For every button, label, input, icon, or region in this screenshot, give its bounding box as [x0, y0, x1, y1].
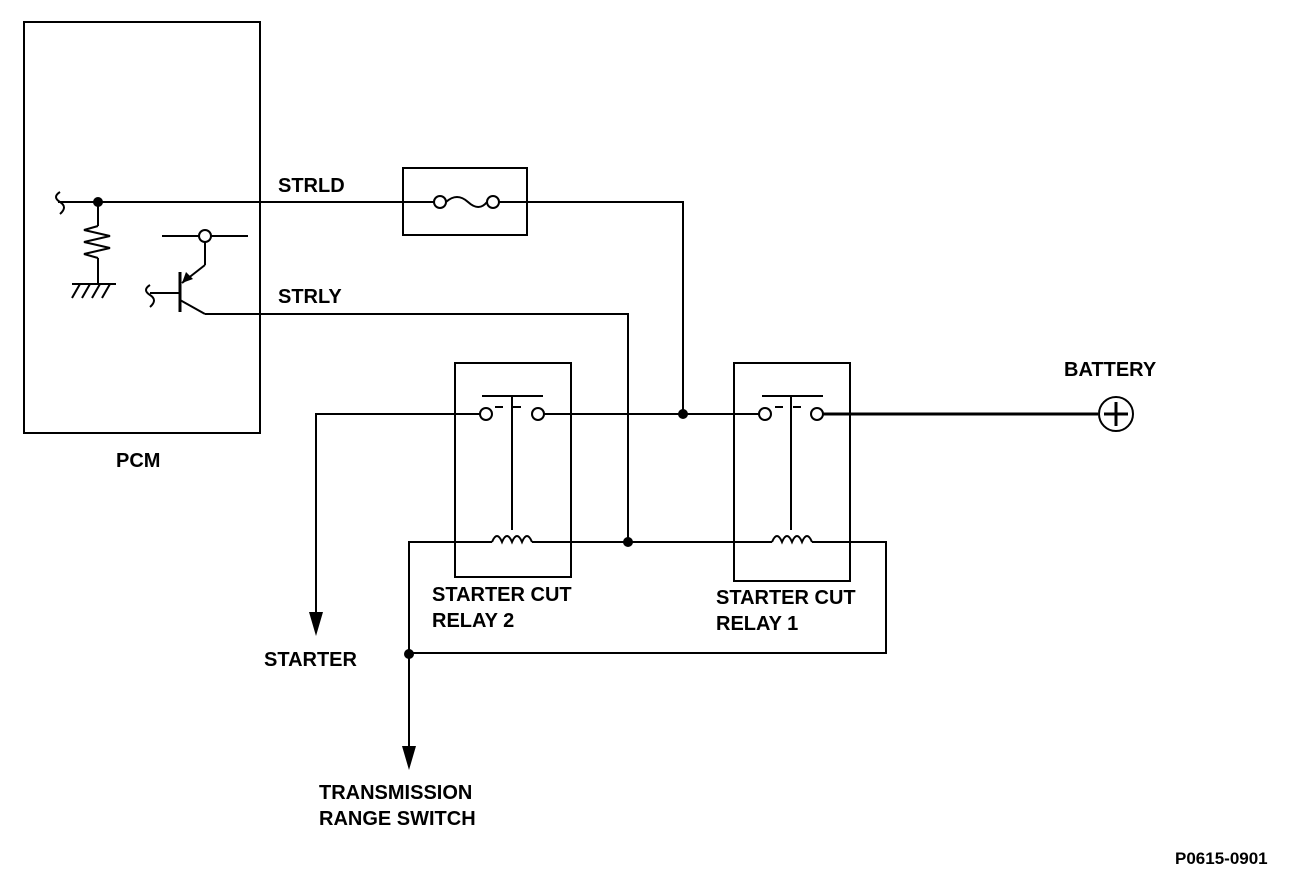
relay-2-coil-icon: [491, 535, 533, 545]
relay-1-box: [733, 362, 851, 582]
relay-2-switch-terminal-right: [531, 407, 545, 421]
transistor-base-break-symbol: [145, 284, 155, 308]
relay-1-label-line1: STARTER CUT: [716, 587, 856, 609]
strly-label: STRLY: [278, 286, 342, 308]
fuse-terminal-left: [433, 195, 447, 209]
starter-arrow-icon: [309, 612, 323, 636]
starter-cut-relay-2: [454, 362, 572, 578]
pcm-label: PCM: [116, 450, 160, 472]
strly-wire: [260, 313, 629, 542]
switch-bus-junction-dot: [678, 409, 688, 419]
relay-1-label-line2: RELAY 1: [716, 613, 798, 635]
relay-1-coil-return-wire: [409, 541, 887, 654]
resistor-icon: [83, 225, 111, 259]
relay-2-coil-return-wire: [408, 541, 492, 653]
coil-bus-junction-dot: [623, 537, 633, 547]
battery-positive-icon: [1098, 396, 1134, 432]
strld-circuit: STRLD: [260, 167, 684, 413]
relay-1-coil-icon: [771, 535, 813, 545]
figure-code: P0615-0901: [1175, 849, 1268, 868]
pcm-box: [23, 21, 261, 434]
relay-2-label-line1: STARTER CUT: [432, 584, 572, 606]
relay-2-box: [454, 362, 572, 578]
starter-label: STARTER: [264, 649, 358, 671]
strly-circuit: STRLY: [260, 286, 629, 542]
battery-label: BATTERY: [1064, 359, 1157, 381]
fuse-terminal-right: [486, 195, 500, 209]
trs-label-line1: TRANSMISSION: [319, 782, 472, 804]
pcm-module: [23, 21, 261, 434]
transistor-icon: [145, 229, 248, 315]
trs-arrow-icon: [402, 746, 416, 770]
starter-wire: [315, 413, 480, 615]
fuse-to-relay-wire: [527, 201, 684, 413]
ground-icon: [71, 283, 116, 299]
relay-2-switch-terminal-left: [479, 407, 493, 421]
strld-label: STRLD: [278, 175, 345, 197]
fuse-icon: [445, 196, 488, 208]
battery-terminal: [1098, 396, 1134, 432]
relay-1-switch-terminal-left: [758, 407, 772, 421]
trs-label-line2: RANGE SWITCH: [319, 808, 476, 830]
relay-1-switch-terminal-right: [810, 407, 824, 421]
starter-cut-relay-1: [733, 362, 851, 582]
relay-2-label-line2: RELAY 2: [432, 610, 514, 632]
